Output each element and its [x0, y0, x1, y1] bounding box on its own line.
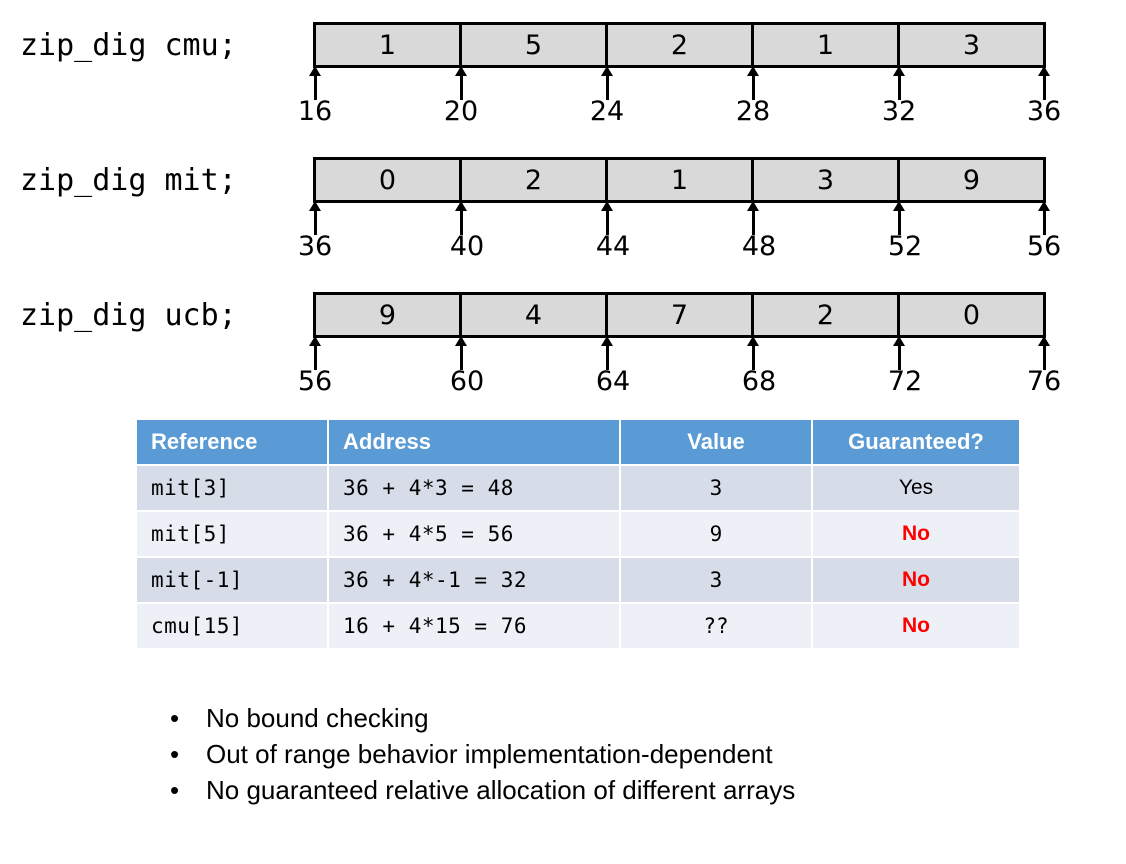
address-label: 36 [297, 231, 333, 262]
array-cells-mit: 0 2 1 3 9 [313, 157, 1046, 203]
address-label: 28 [735, 96, 771, 127]
bullet-dot-icon: • [170, 703, 180, 733]
array-cell: 4 [462, 295, 608, 335]
bullet-dot-icon: • [170, 775, 180, 805]
array-cell: 1 [316, 25, 462, 65]
array-cell: 7 [608, 295, 754, 335]
address-label: 56 [1026, 231, 1062, 262]
table-row: mit[5] 36 + 4*5 = 56 9 No [137, 512, 1019, 556]
array-cell: 2 [754, 295, 900, 335]
address-ticks-mit [309, 201, 1050, 235]
array-diagram-ucb: zip_dig ucb; 9 4 7 2 0 56 60 64 68 72 76 [0, 270, 1126, 405]
address-label: 44 [595, 231, 631, 262]
address-labels-cmu: 16 20 24 28 32 36 [298, 96, 1061, 132]
table-row: mit[3] 36 + 4*3 = 48 3 Yes [137, 466, 1019, 510]
address-label: 20 [443, 96, 479, 127]
address-label: 56 [297, 366, 333, 397]
cell-reference: mit[5] [137, 512, 327, 556]
array-diagram-cmu: zip_dig cmu; 1 5 2 1 3 16 20 24 28 32 36 [0, 0, 1126, 135]
cell-address: 36 + 4*3 = 48 [329, 466, 619, 510]
list-item: • Out of range behavior implementation-d… [160, 736, 1060, 772]
array-cells-ucb: 9 4 7 2 0 [313, 292, 1046, 338]
address-label: 32 [881, 96, 917, 127]
table-header-row: Reference Address Value Guaranteed? [137, 420, 1019, 464]
list-item-label: Out of range behavior implementation-dep… [206, 739, 773, 769]
array-cell: 9 [316, 295, 462, 335]
address-label: 60 [449, 366, 485, 397]
cell-reference: mit[3] [137, 466, 327, 510]
list-item: • No bound checking [160, 700, 1060, 736]
cell-value: 9 [621, 512, 811, 556]
cell-value: 3 [621, 558, 811, 602]
address-label: 24 [589, 96, 625, 127]
address-labels-mit: 36 40 44 48 52 56 [298, 231, 1061, 267]
list-item-label: No guaranteed relative allocation of dif… [206, 775, 796, 805]
array-diagram-mit: zip_dig mit; 0 2 1 3 9 36 40 44 48 52 56 [0, 135, 1126, 270]
array-cell: 3 [754, 160, 900, 200]
array-declaration-ucb: zip_dig ucb; [20, 298, 237, 333]
cell-guaranteed: Yes [813, 466, 1019, 510]
table-row: cmu[15] 16 + 4*15 = 76 ?? No [137, 604, 1019, 648]
column-header-address: Address [329, 420, 619, 464]
cell-guaranteed: No [813, 558, 1019, 602]
array-cells-cmu: 1 5 2 1 3 [313, 22, 1046, 68]
cell-reference: mit[-1] [137, 558, 327, 602]
array-declaration-mit: zip_dig mit; [20, 163, 237, 198]
column-header-reference: Reference [137, 420, 327, 464]
address-label: 64 [595, 366, 631, 397]
bullet-dot-icon: • [170, 739, 180, 769]
array-cell: 1 [608, 160, 754, 200]
address-label: 72 [887, 366, 923, 397]
address-label: 76 [1026, 366, 1062, 397]
list-item: • No guaranteed relative allocation of d… [160, 772, 1060, 808]
notes-list: • No bound checking • Out of range behav… [160, 700, 1060, 808]
cell-reference: cmu[15] [137, 604, 327, 648]
address-label: 36 [1026, 96, 1062, 127]
table-row: mit[-1] 36 + 4*-1 = 32 3 No [137, 558, 1019, 602]
address-labels-ucb: 56 60 64 68 72 76 [298, 366, 1061, 402]
address-label: 16 [297, 96, 333, 127]
address-label: 40 [449, 231, 485, 262]
array-declaration-cmu: zip_dig cmu; [20, 28, 237, 63]
array-diagrams: zip_dig cmu; 1 5 2 1 3 16 20 24 28 32 36… [0, 0, 1126, 405]
array-cell: 0 [316, 160, 462, 200]
cell-address: 36 + 4*-1 = 32 [329, 558, 619, 602]
array-cell: 0 [962, 299, 981, 331]
reference-table: Reference Address Value Guaranteed? mit[… [135, 418, 1021, 650]
array-cell: 3 [962, 29, 981, 61]
address-label: 52 [887, 231, 923, 262]
cell-address: 16 + 4*15 = 76 [329, 604, 619, 648]
column-header-value: Value [621, 420, 811, 464]
address-ticks-cmu [309, 66, 1050, 100]
cell-value: ?? [621, 604, 811, 648]
cell-guaranteed: No [813, 512, 1019, 556]
column-header-guaranteed: Guaranteed? [813, 420, 1019, 464]
address-label: 48 [741, 231, 777, 262]
cell-guaranteed: No [813, 604, 1019, 648]
array-cell: 2 [462, 160, 608, 200]
cell-value: 3 [621, 466, 811, 510]
list-item-label: No bound checking [206, 703, 429, 733]
cell-address: 36 + 4*5 = 56 [329, 512, 619, 556]
array-cell: 9 [962, 164, 981, 196]
array-cell: 5 [462, 25, 608, 65]
address-label: 68 [741, 366, 777, 397]
array-cell: 2 [608, 25, 754, 65]
array-cell: 1 [754, 25, 900, 65]
address-ticks-ucb [309, 336, 1050, 370]
